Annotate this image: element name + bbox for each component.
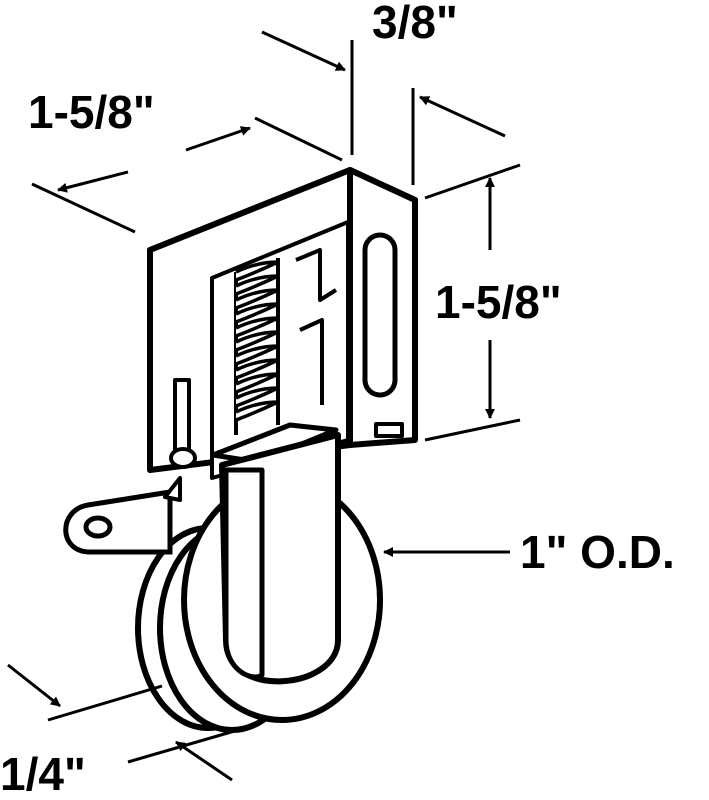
height-extension-bottom <box>424 418 521 442</box>
width-extension-left <box>31 182 136 234</box>
housing-slot <box>362 232 398 398</box>
wheel-diameter-label: 1" O.D. <box>520 526 675 578</box>
thickness-arrow-top <box>7 663 61 708</box>
wheel-thickness-label: 1/4" <box>0 748 86 800</box>
housing-pin <box>169 447 197 469</box>
guide-rail-top <box>295 248 338 302</box>
thickness-extension-top <box>47 684 163 722</box>
spring-coils <box>235 260 279 422</box>
height-label: 1-5/8" <box>435 276 562 328</box>
wheel-carrier <box>210 422 341 685</box>
compression-spring <box>234 258 280 435</box>
tab-screw-hole <box>83 515 113 539</box>
depth-label: 3/8" <box>372 0 458 48</box>
dimension-lines <box>7 30 521 782</box>
tab-body <box>63 489 173 555</box>
carrier-axle-cap <box>223 467 265 680</box>
depth-arrow-right <box>419 95 506 138</box>
width-label: 1-5/8" <box>28 86 155 138</box>
depth-arrow-left <box>261 30 346 72</box>
housing-arrow-notch <box>163 476 182 502</box>
height-extension-top <box>424 163 521 200</box>
width-arrow-right <box>185 126 251 152</box>
housing-left-slot <box>173 378 191 452</box>
width-arrow-left <box>57 170 129 193</box>
housing-lock-tab <box>374 422 404 438</box>
width-extension-right <box>254 116 343 162</box>
guide-rail-mid <box>299 318 324 405</box>
thickness-arrow-bottom <box>175 740 233 782</box>
mounting-tab <box>63 489 173 555</box>
